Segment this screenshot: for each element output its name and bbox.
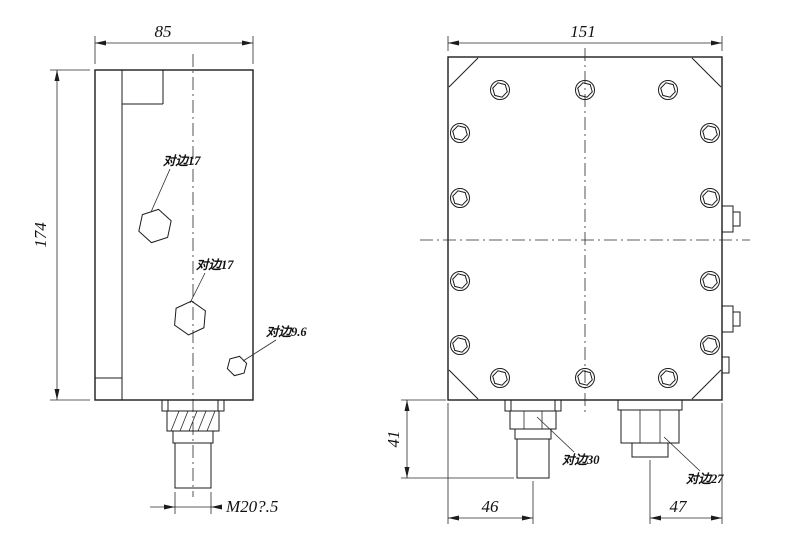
arrowhead xyxy=(711,40,722,46)
body-rect xyxy=(94,69,254,401)
gland-neck xyxy=(514,428,552,440)
arrowhead xyxy=(448,40,459,46)
dim-47: 47 xyxy=(649,403,723,524)
gland-thread-stem xyxy=(516,438,550,479)
arrowhead xyxy=(211,504,222,510)
connector-tab xyxy=(721,305,734,333)
dim-width-label: 151 xyxy=(570,22,596,41)
arrowhead xyxy=(242,40,253,46)
gland-left xyxy=(504,399,562,479)
hex-bolt xyxy=(450,335,470,355)
hex-nut-top xyxy=(138,208,172,244)
gland-right-label: 对边27 xyxy=(686,472,724,486)
gland-big-nut xyxy=(620,409,680,444)
left-view-outline xyxy=(94,69,254,401)
leader-line xyxy=(663,436,701,472)
dim-46: 46 xyxy=(447,403,534,524)
hex-bolt xyxy=(658,80,678,100)
hex-bolt xyxy=(490,80,510,100)
hex-small-label: 对边9.6 xyxy=(266,325,307,339)
gland-nut xyxy=(509,410,557,430)
gland-fitting-side xyxy=(161,399,225,489)
corner-chamfer xyxy=(448,57,479,88)
connector-tab xyxy=(721,205,734,233)
corner-chamfer xyxy=(448,369,479,400)
dim-85: 85 xyxy=(94,22,254,64)
arrowhead xyxy=(95,40,106,46)
hatch-line xyxy=(179,410,189,432)
hex-nut-small xyxy=(226,355,248,377)
corner-chamfer xyxy=(691,57,722,88)
arrowhead xyxy=(404,467,410,478)
dim-right-offset-label: 47 xyxy=(670,497,689,516)
gland-left-label: 对边30 xyxy=(562,453,600,467)
hex-mid-label: 对边17 xyxy=(196,258,234,272)
connector-tab-small xyxy=(721,356,730,374)
hex-bolt xyxy=(450,188,470,208)
hatch-line xyxy=(206,410,216,432)
hex-bolt xyxy=(450,123,470,143)
dim-151: 151 xyxy=(447,22,723,51)
hex-bolt xyxy=(700,335,720,355)
arrowhead xyxy=(522,515,533,521)
hatch-line xyxy=(170,410,180,432)
arrowhead xyxy=(54,70,60,81)
hatch-line xyxy=(188,410,198,432)
arrowhead xyxy=(54,389,60,400)
hex-top-label: 对边17 xyxy=(163,154,201,168)
arrowhead xyxy=(164,504,175,510)
hex-bolt xyxy=(700,123,720,143)
left-view: 对边17 对边17 对边9.6 85 xyxy=(31,22,307,516)
dim-thread: M20?.5 xyxy=(150,492,278,516)
dim-41: 41 xyxy=(384,399,514,479)
arrowhead xyxy=(404,400,410,411)
thread-label: M20?.5 xyxy=(225,497,278,516)
dim-height-label: 41 xyxy=(384,431,403,448)
side-connector-tabs xyxy=(721,205,741,374)
hex-bolt xyxy=(658,368,678,388)
dim-width-label: 85 xyxy=(155,22,172,41)
gland-flange xyxy=(504,399,562,412)
leader-line xyxy=(150,168,171,213)
dim-height-label: 174 xyxy=(31,222,50,248)
hex-bolt xyxy=(700,188,720,208)
arrowhead xyxy=(711,515,722,521)
leader-line xyxy=(242,339,277,362)
gland-thread-stem xyxy=(174,442,212,489)
hex-features xyxy=(138,208,248,377)
gland-right xyxy=(617,399,683,458)
arrowhead xyxy=(650,515,661,521)
connector-tab-tip xyxy=(732,211,741,227)
corner-chamfer xyxy=(691,369,722,400)
hex-nut-mid xyxy=(174,300,206,336)
connector-tab-tip xyxy=(732,311,741,327)
gland-tip xyxy=(631,442,669,458)
right-leaders: 对边30 对边27 xyxy=(536,416,724,486)
hex-bolt xyxy=(700,271,720,291)
dim-left-offset-label: 46 xyxy=(482,497,500,516)
hex-bolt xyxy=(450,271,470,291)
hatch-line xyxy=(197,410,207,432)
dim-174: 174 xyxy=(31,69,90,401)
left-leaders: 对边17 对边17 对边9.6 xyxy=(150,154,307,362)
arrowhead xyxy=(448,515,459,521)
gland-flange xyxy=(617,399,683,411)
leader-line xyxy=(189,272,206,304)
hex-bolt xyxy=(490,368,510,388)
leader-line xyxy=(536,416,575,453)
right-view: 对边30 对边27 151 41 xyxy=(384,22,750,524)
